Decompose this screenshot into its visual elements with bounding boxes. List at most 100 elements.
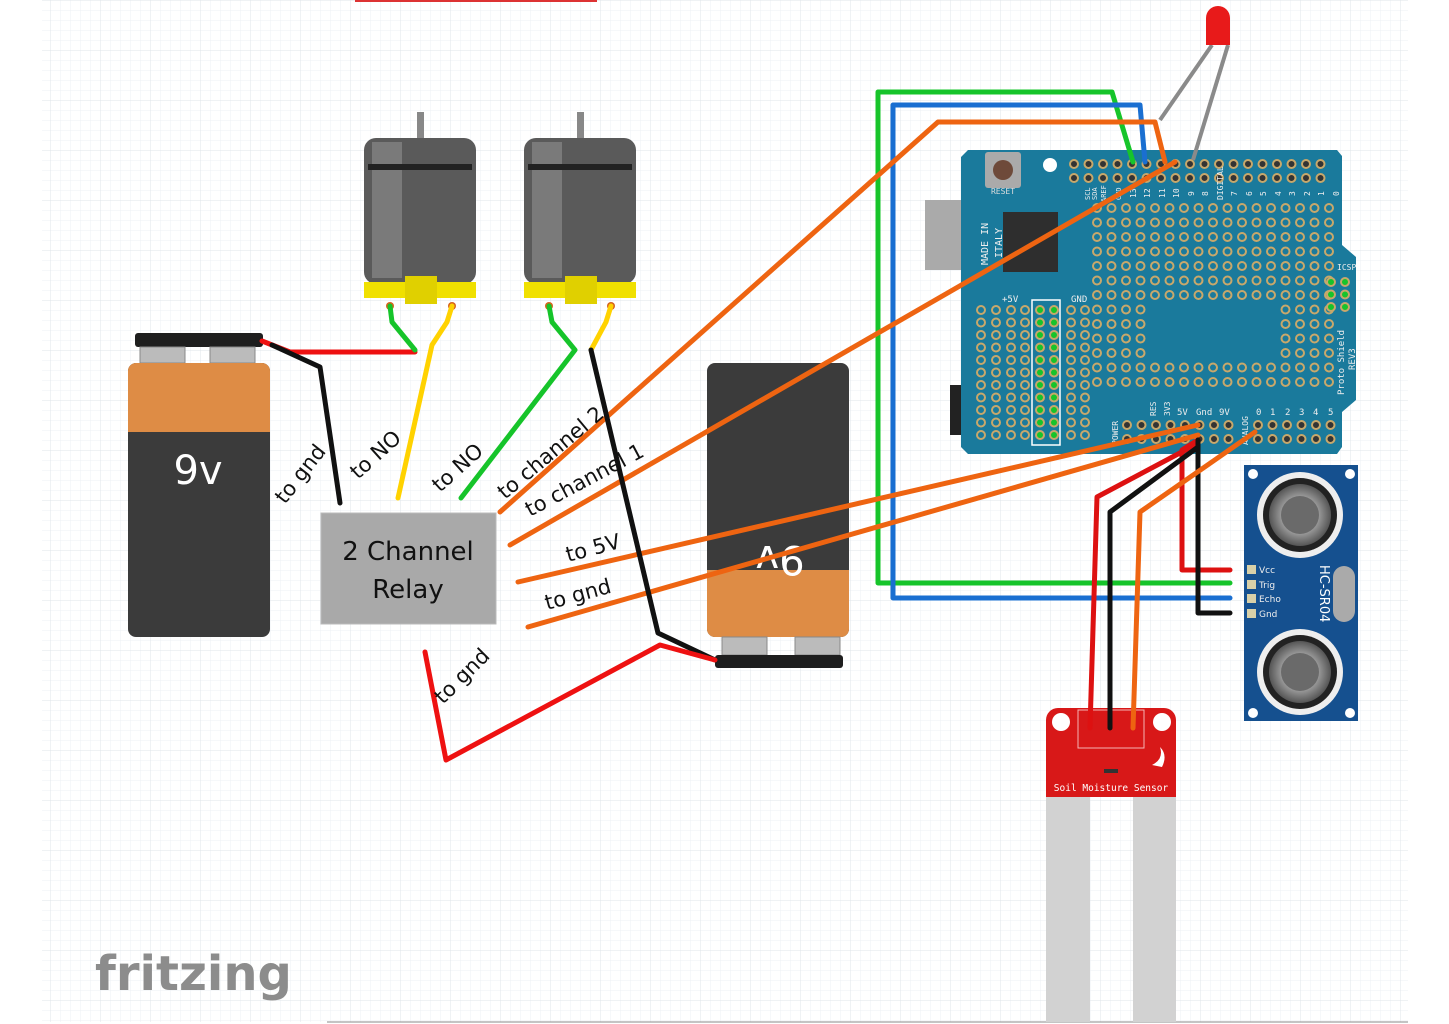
- proto-hole: [976, 330, 986, 340]
- pin-label-6: 6: [1245, 191, 1254, 196]
- proto-hole: [1066, 417, 1076, 428]
- pin-vcc: Vcc: [1259, 566, 1275, 576]
- proto-hole: [1080, 405, 1090, 415]
- proto-hole: [1324, 203, 1334, 213]
- proto-hole: [1164, 246, 1175, 257]
- proto-hole: [1035, 380, 1045, 390]
- proto-hole: [1223, 420, 1234, 430]
- wire-red-battery2[interactable]: [422, 642, 718, 763]
- proto-hole: [1035, 430, 1045, 440]
- proto-hole: [1266, 203, 1276, 213]
- relay-title-line1: 2 Channel: [342, 537, 474, 567]
- digital-pin-labels: SCL SDA AREF GND 13 12 11 10 9 8 7 6 5 4…: [1084, 185, 1341, 202]
- proto-hole: [1020, 305, 1030, 315]
- proto-hole: [991, 342, 1001, 353]
- proto-hole: [1049, 330, 1059, 340]
- proto-hole: [1193, 203, 1204, 213]
- relay-module[interactable]: 2 Channel Relay: [320, 512, 497, 625]
- proto-hole: [1135, 348, 1146, 358]
- proto-hole: [1280, 348, 1291, 358]
- proto-hole: [1049, 405, 1059, 415]
- proto-hole: [1049, 342, 1059, 353]
- proto-hole: [1309, 319, 1320, 329]
- proto-hole: [976, 405, 986, 415]
- wire-orange-channel2[interactable]: [497, 119, 1168, 515]
- pin-label-5: 5: [1259, 191, 1268, 196]
- proto-hole: [1127, 173, 1137, 183]
- proto-hole: [1049, 367, 1059, 378]
- proto-hole: [1251, 261, 1262, 271]
- wire-orange-5v[interactable]: [515, 422, 1201, 585]
- proto-hole: [1106, 290, 1117, 300]
- proto-hole: [1266, 290, 1276, 300]
- wire-orange-soil[interactable]: [1130, 429, 1258, 731]
- proto-hole: [991, 330, 1001, 340]
- power-pin-labels: RES 3V3 5V Gnd 9V: [1149, 401, 1230, 418]
- proto-hole: [1251, 290, 1262, 300]
- wires: [259, 89, 1258, 763]
- proto-hole: [1150, 217, 1160, 228]
- proto-hole: [1112, 159, 1123, 169]
- proto-hole: [1106, 275, 1117, 286]
- battery-9v-right[interactable]: 9v: [707, 363, 849, 668]
- proto-hole: [1092, 362, 1102, 373]
- proto-hole: [1324, 261, 1334, 271]
- wire-black-battery[interactable]: [269, 342, 343, 506]
- battery-9v-left[interactable]: 9v: [128, 333, 270, 637]
- proto-hole: [1106, 333, 1117, 344]
- proto-hole: [1280, 290, 1291, 300]
- wire-orange-gnd[interactable]: [525, 432, 1201, 630]
- hc-sr04-sensor[interactable]: HC-SR04 Vcc Trig Echo Gnd: [1244, 465, 1358, 721]
- proto-hole: [1309, 290, 1320, 300]
- proto-hole: [1272, 173, 1282, 183]
- proto-hole: [1006, 355, 1016, 365]
- wire-black-soil[interactable]: [1107, 444, 1201, 731]
- proto-hole: [1006, 305, 1016, 315]
- proto-hole: [1106, 261, 1117, 271]
- proto-hole: [1069, 173, 1079, 183]
- wire-yellow-motor1[interactable]: [395, 303, 455, 501]
- proto-hole: [1295, 290, 1305, 300]
- proto-hole: [1135, 246, 1146, 257]
- proto-hole: [1164, 261, 1175, 271]
- proto-hole: [1035, 317, 1045, 328]
- proto-hole: [1266, 217, 1276, 228]
- proto-hole: [1280, 246, 1291, 257]
- dc-motor-2[interactable]: [524, 112, 636, 310]
- proto-hole: [1179, 377, 1189, 387]
- red-led[interactable]: [1158, 6, 1230, 161]
- proto-hole: [1020, 330, 1030, 340]
- wire-green-motor1[interactable]: [387, 303, 418, 353]
- proto-hole: [1135, 261, 1146, 271]
- pin-label-9: 9: [1187, 191, 1196, 196]
- pin-label-aref: AREF: [1100, 185, 1108, 202]
- proto-hole: [1324, 377, 1334, 387]
- relay-title-line2: Relay: [372, 575, 443, 605]
- proto-hole: [1251, 232, 1262, 242]
- proto-hole: [1282, 420, 1292, 430]
- proto-hole: [1266, 275, 1276, 286]
- proto-hole: [1006, 317, 1016, 328]
- wire-black-motor2[interactable]: [588, 347, 718, 663]
- proto-hole: [1136, 420, 1147, 430]
- wire-yellow-motor2[interactable]: [588, 303, 614, 353]
- proto-hole: [1272, 159, 1282, 169]
- proto-hole: [1280, 362, 1291, 373]
- proto-hole: [1066, 405, 1076, 415]
- proto-hole: [1106, 203, 1117, 213]
- wire-green-motor2[interactable]: [458, 303, 578, 501]
- arduino-proto-shield[interactable]: RESET MADE IN ITALY +5V GND SCL SDA AREF…: [925, 150, 1358, 454]
- proto-hole: [1267, 434, 1278, 444]
- proto-hole: [1066, 355, 1076, 365]
- wire-red-soil[interactable]: [1087, 442, 1198, 731]
- pin-label-12: 12: [1143, 188, 1152, 198]
- proto-hole: [1092, 333, 1102, 344]
- proto-hole: [1222, 217, 1233, 228]
- wire-black-gnd[interactable]: [1195, 437, 1233, 616]
- dc-motor-1[interactable]: [364, 112, 476, 310]
- proto-hole: [1092, 275, 1102, 286]
- wire-green-trig[interactable]: [875, 89, 1233, 586]
- proto-hole: [1080, 317, 1090, 328]
- soil-moisture-sensor[interactable]: Soil Moisture Sensor: [1046, 708, 1176, 1022]
- proto-hole: [1208, 362, 1218, 373]
